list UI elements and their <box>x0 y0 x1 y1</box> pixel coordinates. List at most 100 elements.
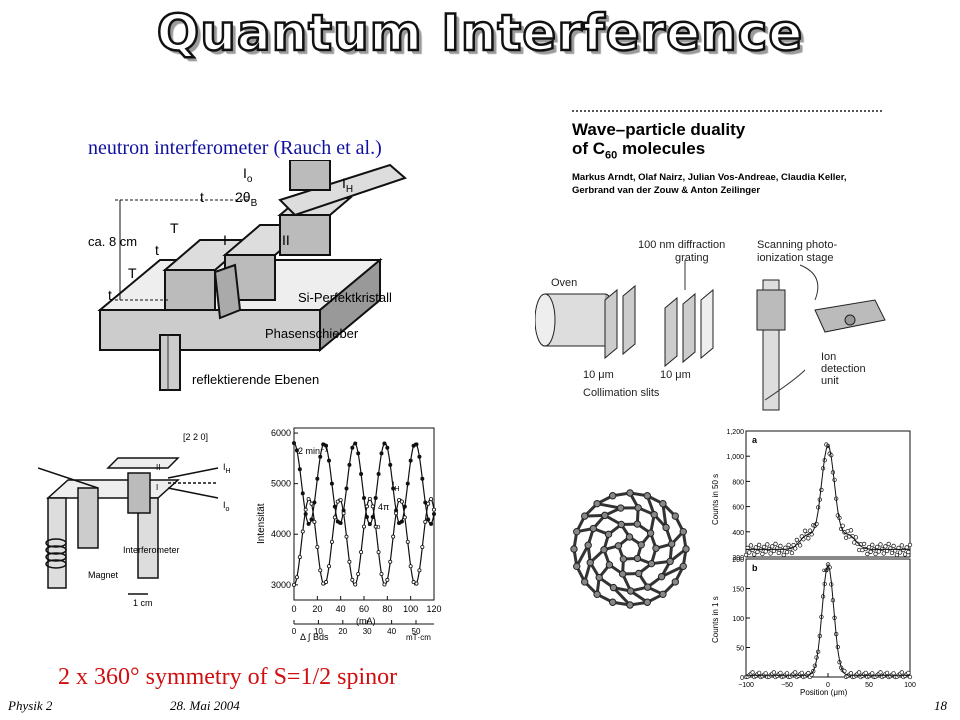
c60b-fit-line <box>746 563 910 676</box>
c60a-data-point <box>881 551 886 556</box>
c60a-data-point <box>770 544 775 549</box>
nc-data-point <box>344 486 349 491</box>
c60-bond <box>661 503 668 528</box>
c60a-data-point <box>886 541 891 547</box>
c60b-x-tick-label: 100 <box>904 682 916 689</box>
c60a-data-point <box>899 543 904 548</box>
nc-data-point <box>315 476 320 481</box>
nc-data-point <box>426 501 431 506</box>
c60b-y-tick-label: 0 <box>740 675 744 682</box>
nc-data-point <box>388 559 393 564</box>
nc-data-point <box>324 443 329 448</box>
nc-data-point <box>426 517 431 522</box>
label-miller: [2 2 0] <box>183 432 208 442</box>
label-region2: II <box>282 232 290 248</box>
nc-data-point <box>367 496 372 501</box>
c60a-data-point <box>778 543 783 549</box>
nc-data-point <box>399 519 404 524</box>
nc-data-point <box>356 572 361 577</box>
c60a-data-point <box>748 543 754 548</box>
nc-data-point <box>379 572 384 577</box>
c60a-fit-line <box>746 444 910 550</box>
c60-atom <box>616 504 625 512</box>
nc-data-point <box>423 519 428 524</box>
nc-data-point <box>385 445 390 450</box>
nc-x-tick-label: 20 <box>312 604 322 614</box>
c60b-data-point <box>907 674 913 680</box>
nc-data-point <box>329 481 334 486</box>
c60b-peak-label: ∞ <box>822 565 828 575</box>
c60-atom <box>580 512 589 520</box>
c60-atom <box>633 520 642 528</box>
c60b-data-point <box>756 670 762 676</box>
c60a-data-point <box>875 544 880 550</box>
slit1-label: 10 μm <box>583 369 614 381</box>
nc-data-point <box>347 559 352 564</box>
c60-atom <box>679 562 687 571</box>
c60a-data-point <box>853 535 859 540</box>
nc-data-point <box>335 499 340 504</box>
c60b-xlabel: Position (μm) <box>800 688 848 697</box>
c60-atom <box>657 572 666 581</box>
nc-y-tick-label: 5000 <box>271 479 291 489</box>
c60-atom <box>586 558 594 567</box>
slit2-label: 10 μm <box>660 369 691 381</box>
c60a-data-point <box>793 546 798 551</box>
neutron-caption: neutron interferometer (Rauch et al.) <box>88 137 382 159</box>
c60-atom <box>573 527 581 536</box>
c60a-data-point <box>902 552 908 557</box>
c60a-data-point <box>752 552 757 557</box>
nc-data-point <box>373 495 378 500</box>
c60b-data-point <box>857 670 862 675</box>
c60b-data-point <box>870 671 875 676</box>
c60-atom <box>671 578 680 586</box>
c60-atom <box>662 523 670 532</box>
c60-atom <box>626 601 634 609</box>
nc-data-point <box>309 517 314 522</box>
nc-data-point <box>303 507 308 512</box>
c60b-y-tick-label: 50 <box>736 646 744 653</box>
footer-course: Physik 2 <box>8 698 53 713</box>
nc-xlabel-top: (mA) <box>356 616 376 626</box>
nc-x-unit: mT·cm <box>406 633 431 642</box>
label-reflecting-planes: reflektierende Ebenen <box>192 372 319 387</box>
nc-data-point <box>388 462 393 467</box>
c60a-data-point <box>797 543 803 548</box>
c60-bond <box>612 586 632 607</box>
c60a-ylabel: Counts in 50 s <box>711 474 720 525</box>
c60a-data-point <box>870 542 875 547</box>
c60b-data-point <box>771 670 777 675</box>
c60-atom <box>593 590 601 599</box>
nc-data-point <box>382 582 387 587</box>
label-scale: 1 cm <box>133 598 153 608</box>
c60a-data-point <box>891 543 896 549</box>
nc-data-point <box>324 580 329 585</box>
c60b-x-tick-label: 0 <box>826 682 830 689</box>
nc-data-point <box>417 454 422 459</box>
c60-atom <box>650 510 658 519</box>
nc-x2-tick-label: 0 <box>292 627 297 636</box>
c60a-data-point <box>773 541 778 547</box>
neutron-interferometer-diagram: Io IH t t t T T 2θB I II ca. 8 cm Si-Per… <box>88 160 407 391</box>
paper-title-line2: of C60 molecules <box>572 139 706 162</box>
c60b-data-point <box>899 670 904 675</box>
label-ih: IH <box>342 175 353 195</box>
label-magnet: Magnet <box>88 570 119 580</box>
nc-period-label: 4π <box>378 502 389 512</box>
c60a-data-point <box>868 549 873 554</box>
nc-data-point <box>341 511 346 516</box>
nc-data-point <box>312 519 317 524</box>
nc-data-point <box>292 441 297 446</box>
collimation-label: Collimation slits <box>583 387 660 399</box>
nc-data-point <box>327 458 332 463</box>
c60b-y-tick-label: 200 <box>732 557 744 564</box>
nc-x-tick-label: 100 <box>403 604 418 614</box>
c60a-data-point <box>907 542 913 548</box>
nc-data-point <box>370 504 375 509</box>
c60a-data-point <box>873 551 878 557</box>
nc-data-point <box>376 550 381 555</box>
c60-atom <box>601 511 609 520</box>
c60-atom <box>659 499 667 508</box>
nc-data-point <box>431 507 436 512</box>
